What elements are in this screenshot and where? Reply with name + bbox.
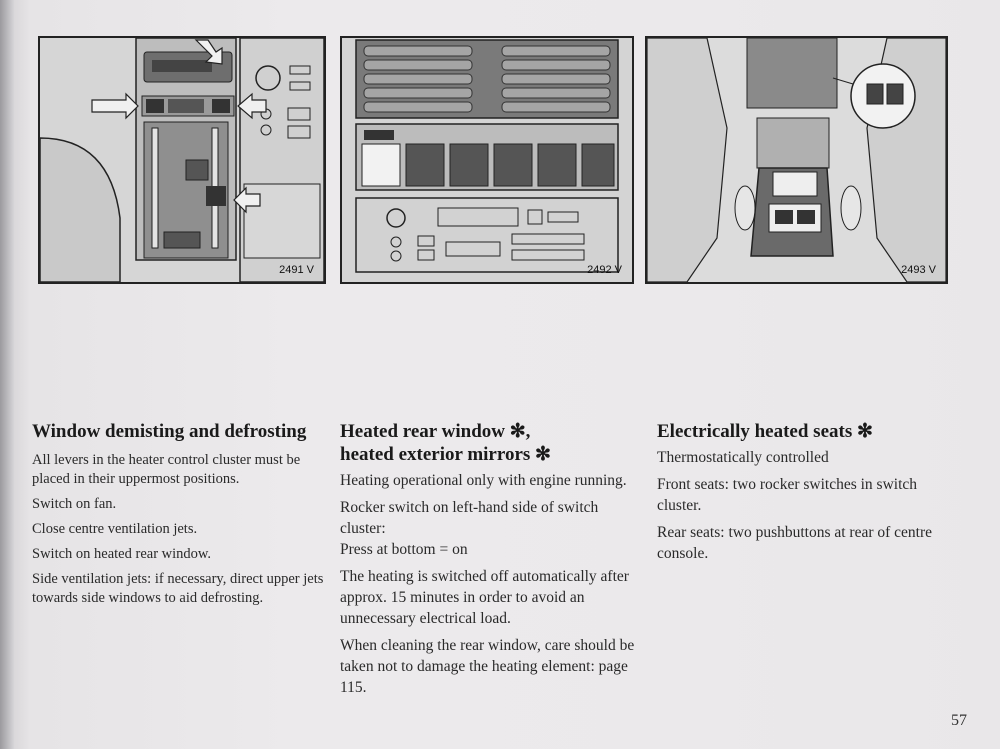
book-spine-shadow <box>0 0 14 749</box>
section-heated-seats: Electrically heated seats ✻ Thermostatic… <box>657 420 962 570</box>
paragraph: Close centre ventilation jets. <box>32 521 198 537</box>
paragraph: Switch on heated rear window. <box>32 546 212 562</box>
heater-controls-illustration <box>40 38 324 282</box>
paragraph: Thermostatically controlled <box>657 449 829 466</box>
section-window-demisting: Window demisting and defrosting All leve… <box>32 420 332 614</box>
figure-number: 2493 V <box>901 264 936 276</box>
paragraph: The heating is switched off automaticall… <box>340 568 629 627</box>
section-heading: Electrically heated seats ✻ <box>657 421 873 442</box>
paragraph: Side ventilation jets: if necessary, dir… <box>32 571 324 606</box>
section-heading: Window demisting and defrosting <box>32 421 307 442</box>
switch-cluster-illustration <box>342 38 632 282</box>
figure-number: 2491 V <box>279 264 314 276</box>
heading-line-2: heated exterior mirrors ✻ <box>340 444 551 465</box>
centre-console-illustration <box>647 38 946 282</box>
paragraph: Front seats: two rocker switches in swit… <box>657 476 918 514</box>
section-heading: Heated rear window ✻, heated exterior mi… <box>340 420 640 466</box>
figure-number: 2492 V <box>587 264 622 276</box>
page-number: 57 <box>951 712 967 729</box>
figure-centre-console: 2493 V <box>645 36 948 284</box>
heading-line-1: Heated rear window ✻, <box>340 421 531 442</box>
paragraph: Rocker switch on left-hand side of switc… <box>340 499 599 537</box>
figure-switch-cluster: 2492 V <box>340 36 634 284</box>
section-heated-rear-window: Heated rear window ✻, heated exterior mi… <box>340 420 640 704</box>
paragraph: All levers in the heater control cluster… <box>32 452 301 487</box>
paragraph: Press at bottom = on <box>340 541 468 558</box>
paragraph: Rear seats: two pushbuttons at rear of c… <box>657 524 933 562</box>
paragraph: Heating operational only with engine run… <box>340 472 627 489</box>
paragraph: When cleaning the rear window, care shou… <box>340 637 635 696</box>
figure-heater-controls: 2491 V <box>38 36 326 284</box>
paragraph: Switch on fan. <box>32 496 117 512</box>
